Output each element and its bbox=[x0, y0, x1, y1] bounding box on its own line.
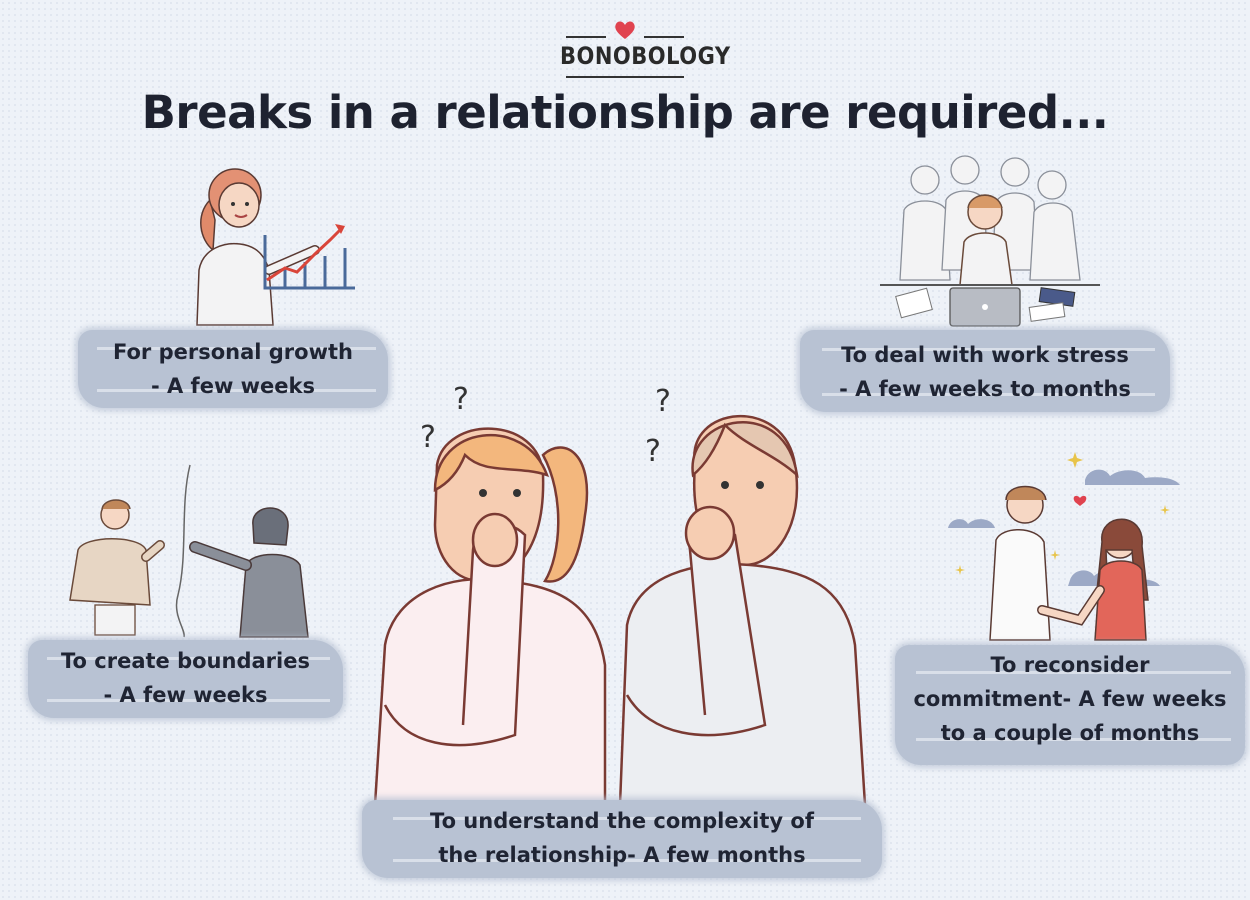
svg-text:?: ? bbox=[655, 384, 671, 419]
page-title: Breaks in a relationship are required... bbox=[141, 86, 1109, 139]
woman-with-growth-chart-illustration bbox=[196, 168, 355, 326]
brand-name: BONOBOLOGY bbox=[560, 42, 731, 70]
logo-left-line bbox=[566, 36, 606, 38]
label-complexity: To understand the complexity of the rela… bbox=[362, 804, 882, 872]
label-boundaries-line2: - A few weeks bbox=[103, 683, 268, 707]
label-complexity-line1: To understand the complexity of bbox=[430, 809, 814, 833]
label-work-stress: To deal with work stress - A few weeks t… bbox=[800, 338, 1170, 406]
brush-stroke-commitment bbox=[895, 645, 1245, 765]
label-work-stress-line1: To deal with work stress bbox=[841, 343, 1129, 367]
label-commitment-line3: to a couple of months bbox=[940, 721, 1200, 745]
brush-stroke-boundaries bbox=[28, 640, 343, 718]
label-personal-growth-line1: For personal growth bbox=[113, 340, 353, 364]
brush-stroke-work-stress bbox=[800, 330, 1170, 412]
logo-underline bbox=[566, 76, 684, 78]
svg-text:?: ? bbox=[420, 420, 436, 455]
label-complexity-line2: the relationship- A few months bbox=[438, 843, 806, 867]
label-personal-growth: For personal growth - A few weeks bbox=[78, 335, 388, 403]
couple-holding-hands-illustration bbox=[948, 452, 1180, 641]
heart-icon bbox=[615, 21, 635, 39]
label-work-stress-line2: - A few weeks to months bbox=[839, 377, 1131, 401]
label-commitment-line1: To reconsider bbox=[990, 653, 1150, 677]
label-boundaries: To create boundaries - A few weeks bbox=[28, 644, 343, 712]
thinking-couple-illustration: ?? ?? bbox=[373, 382, 867, 807]
boundaries-illustration bbox=[69, 464, 309, 638]
label-commitment: To reconsider commitment- A few weeks to… bbox=[895, 648, 1245, 750]
brush-stroke-personal-growth bbox=[78, 330, 388, 408]
svg-text:?: ? bbox=[453, 382, 469, 417]
logo-right-line bbox=[644, 36, 684, 38]
svg-text:?: ? bbox=[645, 434, 661, 469]
stressed-worker-illustration bbox=[880, 155, 1100, 327]
label-commitment-line2: commitment- A few weeks bbox=[913, 687, 1227, 711]
brush-stroke-complexity bbox=[362, 800, 882, 878]
label-personal-growth-line2: - A few weeks bbox=[150, 374, 316, 398]
label-boundaries-line1: To create boundaries bbox=[61, 649, 310, 673]
